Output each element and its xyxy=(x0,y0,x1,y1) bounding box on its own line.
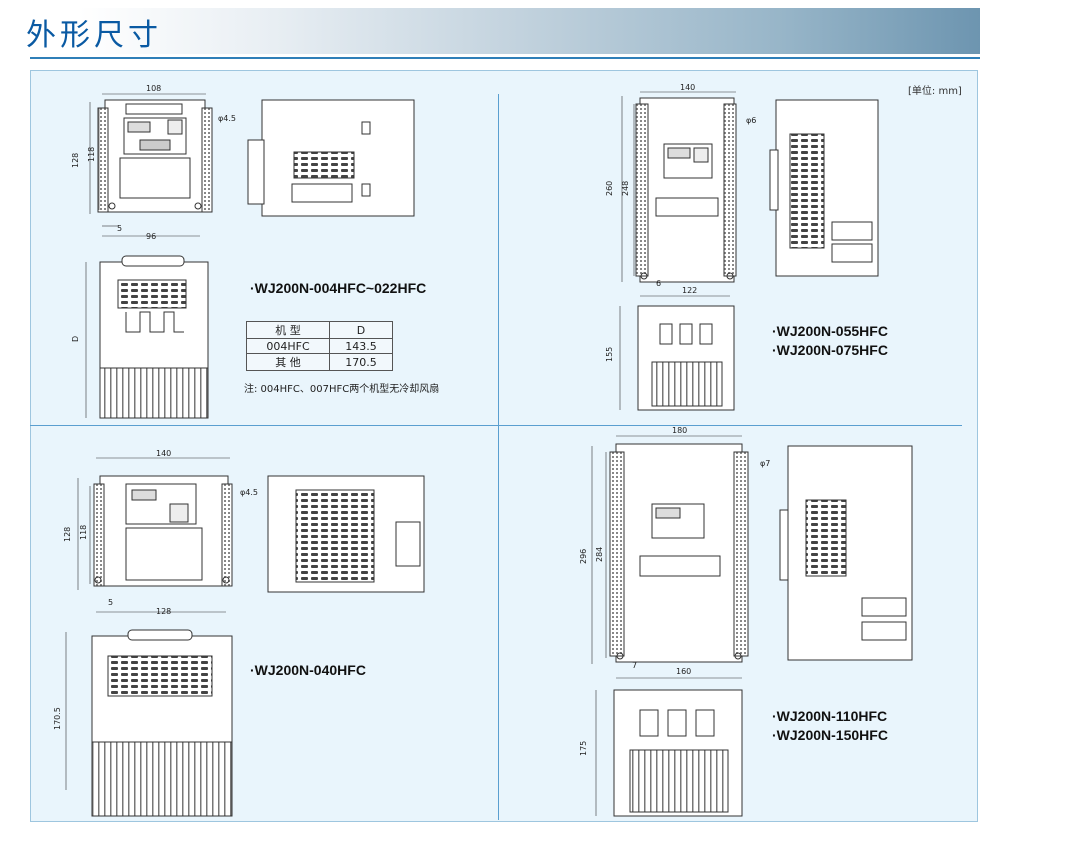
model-label-b2: ·WJ200N-075HFC xyxy=(772,342,888,358)
page-header: 外形尺寸 xyxy=(0,8,980,54)
header-gradient-bar xyxy=(0,8,980,54)
dim-b-height1: 260 xyxy=(605,181,614,196)
header-underline xyxy=(30,57,980,59)
drawing-c-front xyxy=(93,475,233,587)
drawing-d-side xyxy=(779,445,913,661)
dim-b-height2: 248 xyxy=(621,181,630,196)
table-header-row: 机 型 D xyxy=(246,321,393,339)
unit-note: [单位: mm] xyxy=(908,86,962,97)
drawing-d-front xyxy=(609,443,749,663)
table-header-cell: 机 型 xyxy=(246,321,330,339)
dim-a-height2: 118 xyxy=(87,147,96,162)
footnote: 注: 004HFC、007HFC两个机型无冷却风扇 xyxy=(244,384,440,395)
dim-b-depth: 155 xyxy=(605,347,614,362)
drawing-c-bottom xyxy=(91,629,233,817)
dim-c-height2: 118 xyxy=(79,525,88,540)
dim-d-width: 180 xyxy=(672,426,687,435)
table-row: 其 他 170.5 xyxy=(246,353,393,371)
dim-c-width: 140 xyxy=(156,449,171,458)
dim-a-height1: 128 xyxy=(71,153,80,168)
model-label-c: ·WJ200N-040HFC xyxy=(250,662,366,678)
dim-a-offset: 5 xyxy=(117,224,122,233)
table-cell: 004HFC xyxy=(246,338,330,354)
dim-b-hole: φ6 xyxy=(746,116,756,125)
model-label-b1: ·WJ200N-055HFC xyxy=(772,323,888,339)
dim-b-pitch: 122 xyxy=(682,286,697,295)
dim-d-depth: 175 xyxy=(579,741,588,756)
dim-a-depth: D xyxy=(71,336,80,342)
dim-b-offset: 6 xyxy=(656,279,661,288)
dim-c-depth: 170.5 xyxy=(53,707,62,730)
dim-d-hole: φ7 xyxy=(760,459,770,468)
page-title: 外形尺寸 xyxy=(26,18,162,53)
dim-a-pitch: 96 xyxy=(146,232,156,241)
dim-b-width: 140 xyxy=(680,83,695,92)
dim-d-offset: 7 xyxy=(632,661,637,670)
drawing-b-front xyxy=(635,97,737,283)
dim-d-height1: 296 xyxy=(579,549,588,564)
dim-d-pitch: 160 xyxy=(676,667,691,676)
dims-a-front xyxy=(89,93,206,237)
drawing-c-side xyxy=(267,475,425,593)
table-cell: 143.5 xyxy=(329,338,393,354)
horizontal-divider xyxy=(30,425,962,426)
dim-a-width: 108 xyxy=(146,84,161,93)
table-cell: 其 他 xyxy=(246,353,330,371)
dim-c-hole: φ4.5 xyxy=(240,488,258,497)
drawing-b-side xyxy=(769,99,879,277)
model-label-d1: ·WJ200N-110HFC xyxy=(772,708,888,724)
drawing-a-side xyxy=(247,99,415,217)
model-label-a: ·WJ200N-004HFC~022HFC xyxy=(250,280,427,296)
dim-a-hole: φ4.5 xyxy=(218,114,236,123)
dim-c-height1: 128 xyxy=(63,527,72,542)
table-row: 004HFC 143.5 xyxy=(246,338,393,354)
drawing-a-bottom xyxy=(99,255,209,419)
spec-table: 机 型 D 004HFC 143.5 其 他 170.5 xyxy=(246,321,393,371)
drawing-d-bottom xyxy=(613,689,743,817)
vertical-divider xyxy=(498,94,499,820)
model-label-d2: ·WJ200N-150HFC xyxy=(772,727,888,743)
dim-c-pitch: 128 xyxy=(156,607,171,616)
drawing-b-bottom xyxy=(637,305,735,411)
table-header-cell: D xyxy=(329,321,393,339)
table-cell: 170.5 xyxy=(329,353,393,371)
drawing-a-front xyxy=(97,99,213,213)
dim-d-height2: 284 xyxy=(595,547,604,562)
dim-c-offset: 5 xyxy=(108,598,113,607)
